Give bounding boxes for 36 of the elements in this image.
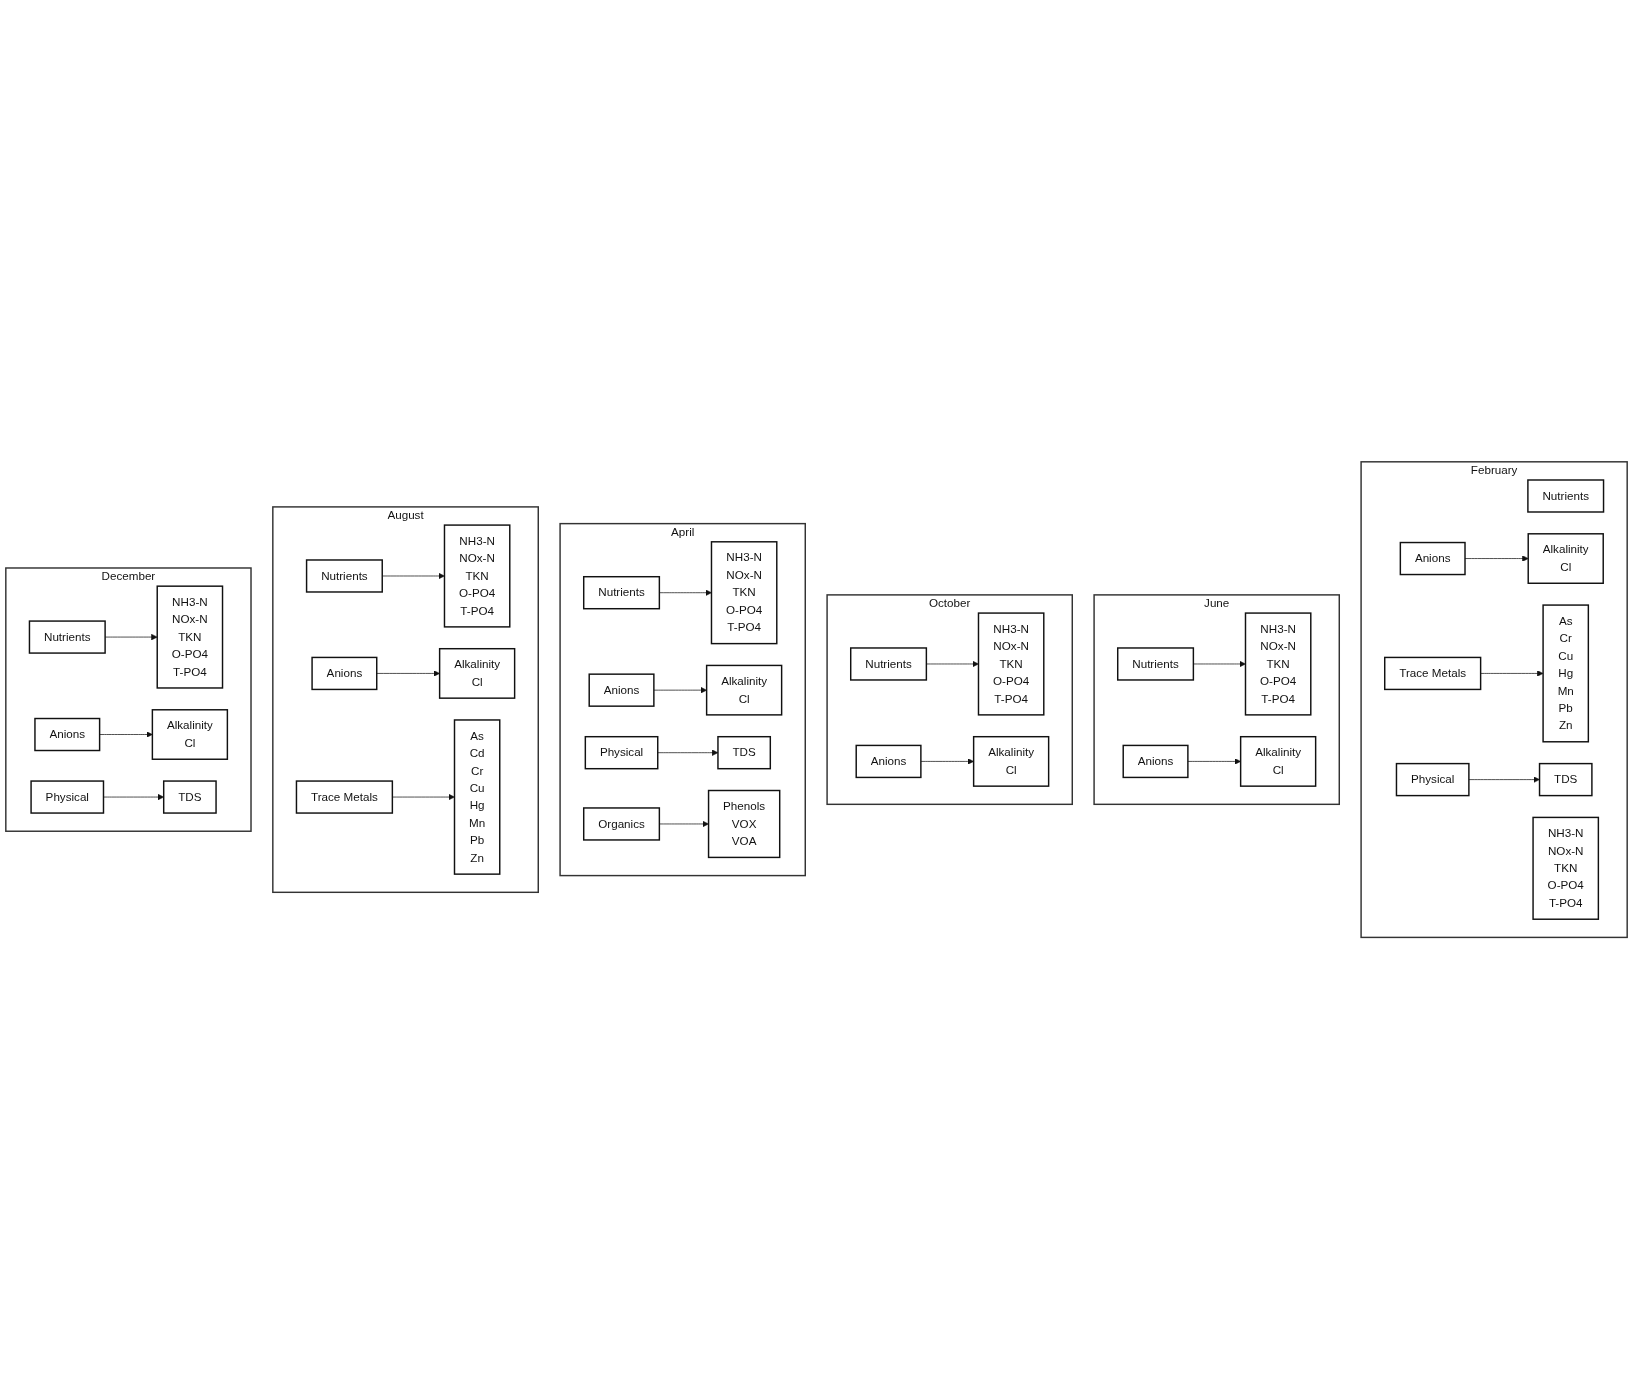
node-box: NH3-N NOx-N TKN O-PO4 T-PO4 <box>977 612 1045 716</box>
node-box: Anions <box>34 717 101 752</box>
node-box: Anions <box>1399 541 1466 576</box>
node-box: Alkalinity Cl <box>438 647 516 699</box>
node-box: Nutrients <box>1117 647 1195 681</box>
node-box: Alkalinity Cl <box>151 708 229 760</box>
node-box: Alkalinity Cl <box>1239 735 1317 787</box>
node-box: Phenols VOX VOA <box>707 789 781 859</box>
node-box: Nutrients <box>850 647 928 681</box>
node-box: NH3-N NOx-N TKN O-PO4 T-PO4 <box>710 540 778 645</box>
node-box: Nutrients <box>305 559 383 593</box>
node-box: Anions <box>1122 744 1189 779</box>
node-box: Physical <box>584 735 659 770</box>
node-box: As Cr Cu Hg Mn Pb Zn <box>1542 604 1590 743</box>
node-box: Nutrients <box>28 620 106 654</box>
node-box: NH3-N NOx-N TKN O-PO4 T-PO4 <box>1532 816 1600 920</box>
node-box: Anions <box>588 673 655 707</box>
node-box: Nutrients <box>583 575 661 610</box>
node-box: Trace Metals <box>1384 656 1482 691</box>
node-box: TDS <box>1538 762 1593 797</box>
node-box: Alkalinity Cl <box>972 735 1050 787</box>
node-box: Anions <box>311 656 378 691</box>
node-box: Anions <box>855 744 922 779</box>
node-box: Trace Metals <box>295 780 394 814</box>
node-box: Nutrients <box>1527 479 1605 513</box>
node-box: NH3-N NOx-N TKN O-PO4 T-PO4 <box>1244 612 1312 716</box>
node-box: TDS <box>162 780 217 814</box>
node-box: TDS <box>717 735 772 770</box>
node-box: NH3-N NOx-N TKN O-PO4 T-PO4 <box>156 585 224 689</box>
node-box: Organics <box>583 807 661 841</box>
node-box: Physical <box>1395 762 1470 797</box>
node-box: Alkalinity Cl <box>1527 532 1604 584</box>
node-box: As Cd Cr Cu Hg Mn Pb Zn <box>453 719 501 875</box>
node-box: Alkalinity Cl <box>705 664 783 716</box>
node-box: NH3-N NOx-N TKN O-PO4 T-PO4 <box>443 524 511 628</box>
node-box: Physical <box>30 780 105 814</box>
